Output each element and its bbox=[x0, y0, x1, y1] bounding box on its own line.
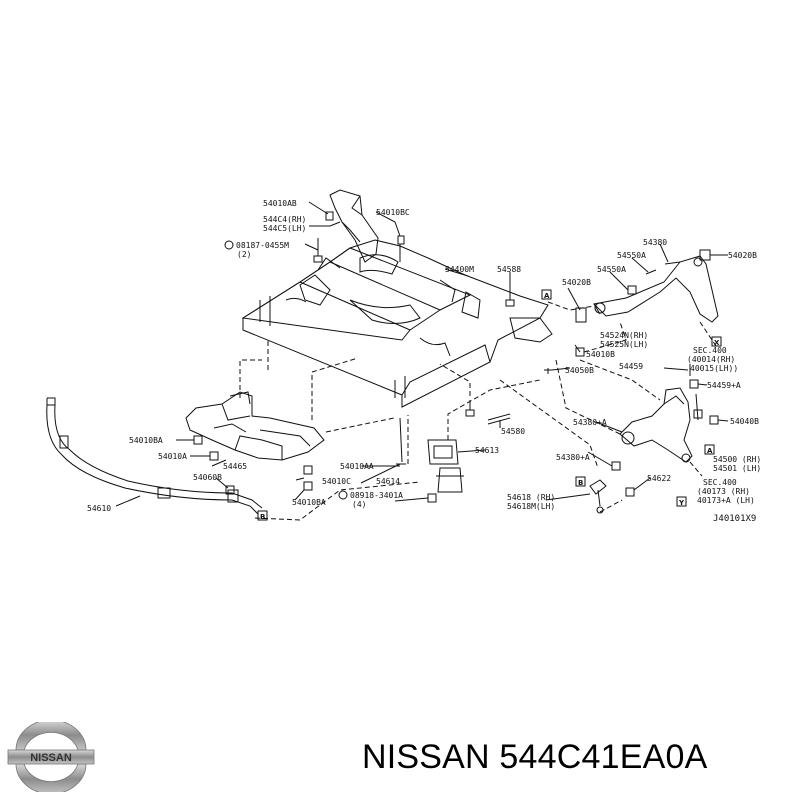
label-54010BA-bottom: 54010BA bbox=[292, 498, 326, 507]
label-54525N-LH: 54525N(LH) bbox=[600, 340, 648, 349]
diagram-reference-code: J40101X9 bbox=[713, 514, 756, 524]
label-54459: 54459 bbox=[619, 362, 643, 371]
label-54459-A: 54459+A bbox=[707, 381, 741, 390]
label-54550A-upper: 54550A bbox=[617, 251, 646, 260]
label-54040B: 54040B bbox=[730, 417, 759, 426]
label-sec400-lower: SEC.400 bbox=[703, 478, 737, 487]
label-54610: 54610 bbox=[87, 504, 111, 513]
lower-arm-drawing bbox=[619, 387, 703, 463]
mount-bracket-drawing bbox=[325, 189, 405, 263]
label-qty-4: (4) bbox=[352, 500, 366, 509]
dashed-assembly-lines bbox=[239, 301, 717, 521]
callout-circles bbox=[224, 240, 348, 500]
rear-bracket-drawing bbox=[185, 391, 325, 461]
label-54050B: 54050B bbox=[565, 366, 594, 375]
label-54060B: 54060B bbox=[193, 473, 222, 482]
logo-wordmark: NISSAN bbox=[30, 752, 72, 764]
crossmember-drawing bbox=[241, 239, 553, 408]
label-54622: 54622 bbox=[647, 474, 671, 483]
label-544C4-RH: 544C4(RH) bbox=[263, 215, 306, 224]
label-54524N-RH: 54524N(RH) bbox=[600, 331, 648, 340]
label-54380-A-upper: 54380+A bbox=[573, 418, 607, 427]
label-54400M: 54400M bbox=[445, 265, 474, 274]
label-40015-LH: 40015(LH)) bbox=[690, 364, 738, 373]
part-labels: 54010AB 544C4(RH) 544C5(LH) 08187-0455M … bbox=[87, 199, 761, 524]
reference-boxes: A X A B B Y bbox=[257, 289, 722, 521]
label-sec400-upper: SEC.400 bbox=[693, 346, 727, 355]
label-40173A-LH: 40173+A (LH) bbox=[697, 496, 755, 505]
nissan-logo: NISSAN bbox=[7, 722, 95, 792]
box-label-2: X bbox=[714, 339, 720, 347]
box-label-5: B bbox=[578, 479, 583, 487]
label-54500-RH: 54500 (RH) bbox=[713, 455, 761, 464]
label-54010A: 54010A bbox=[158, 452, 187, 461]
label-544C5-LH: 544C5(LH) bbox=[263, 224, 306, 233]
box-label-1: A bbox=[544, 292, 550, 300]
box-label-4: B bbox=[260, 513, 265, 521]
label-qty-2: (2) bbox=[237, 250, 251, 259]
label-54010B: 54010B bbox=[586, 350, 615, 359]
label-54010BC: 54010BC bbox=[376, 208, 410, 217]
label-54580: 54580 bbox=[501, 427, 525, 436]
label-54010AB: 54010AB bbox=[263, 199, 297, 208]
box-label-6: Y bbox=[678, 499, 685, 507]
label-54020B-right: 54020B bbox=[728, 251, 757, 260]
label-54501-LH: 54501 (LH) bbox=[713, 464, 761, 473]
label-08918-3401A: 08918-3401A bbox=[350, 491, 403, 500]
label-54010BA-left: 54010BA bbox=[129, 436, 163, 445]
label-54613: 54613 bbox=[475, 446, 499, 455]
label-54618-RH: 54618 (RH) bbox=[507, 493, 555, 502]
label-40173-RH: (40173 (RH) bbox=[697, 487, 750, 496]
box-label-3: A bbox=[707, 447, 713, 455]
label-54380-A-lower: 54380+A bbox=[556, 453, 590, 462]
stabilizer-link-drawing bbox=[589, 479, 607, 514]
stabilizer-bar-drawing bbox=[46, 397, 263, 515]
label-54550A-lower: 54550A bbox=[597, 265, 626, 274]
part-number-title: NISSAN 544C41EA0A bbox=[362, 738, 708, 776]
label-54010AA: 54010AA bbox=[340, 462, 374, 471]
label-54614: 54614 bbox=[376, 477, 400, 486]
label-40014-RH: (40014(RH) bbox=[687, 355, 735, 364]
label-54380: 54380 bbox=[643, 238, 667, 247]
label-08187-0455M: 08187-0455M bbox=[236, 241, 289, 250]
label-54020B-left: 54020B bbox=[562, 278, 591, 287]
stabilizer-bushing-drawing bbox=[427, 439, 464, 493]
upper-arm-drawing bbox=[575, 255, 719, 323]
label-54588: 54588 bbox=[497, 265, 521, 274]
label-54465: 54465 bbox=[223, 462, 247, 471]
label-54010C: 54010C bbox=[322, 477, 351, 486]
label-54618M-LH: 54618M(LH) bbox=[507, 502, 555, 511]
leader-lines bbox=[115, 201, 729, 507]
